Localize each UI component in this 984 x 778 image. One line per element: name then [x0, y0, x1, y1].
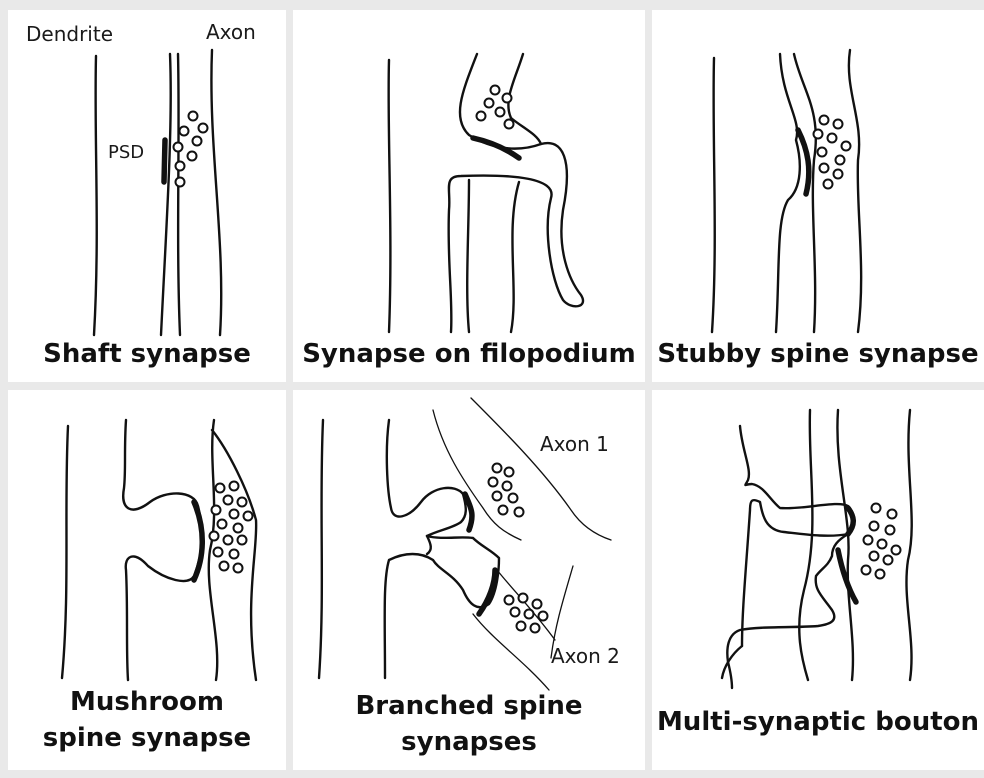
caption-stubby-spine-synapse: Stubby spine synapse — [652, 336, 984, 372]
caption-mushroom-spine-synapse: Mushroom spine synapse — [8, 684, 286, 756]
filopodium-illustration — [293, 10, 645, 382]
label-dendrite: Dendrite — [26, 24, 113, 44]
label-psd: PSD — [108, 144, 144, 162]
caption-line: Branched spine — [293, 688, 645, 724]
caption-line: spine synapse — [8, 720, 286, 756]
label-axon: Axon — [206, 22, 256, 42]
caption-line: Mushroom — [8, 684, 286, 720]
caption-multi-synaptic-bouton: Multi-synaptic bouton — [652, 704, 984, 740]
shaft-synapse-illustration — [8, 10, 286, 382]
panel-branched-spine-synapses: Axon 1 Axon 2 Branched spine synapses — [293, 390, 645, 770]
psd-mark-upper — [848, 508, 853, 534]
caption-line: Stubby spine synapse — [652, 336, 984, 372]
caption-line: Multi-synaptic bouton — [652, 704, 984, 740]
caption-branched-spine-synapses: Branched spine synapses — [293, 688, 645, 760]
psd-mark-lower — [479, 570, 495, 614]
panel-multi-synaptic-bouton: Multi-synaptic bouton — [652, 390, 984, 770]
caption-line: Shaft synapse — [8, 336, 286, 372]
caption-line: synapses — [293, 724, 645, 760]
caption-shaft-synapse: Shaft synapse — [8, 336, 286, 372]
panel-stubby-spine-synapse: Stubby spine synapse — [652, 10, 984, 382]
label-axon-2: Axon 2 — [551, 646, 620, 666]
label-axon-1: Axon 1 — [540, 434, 609, 454]
panel-synapse-on-filopodium: Synapse on filopodium — [293, 10, 645, 382]
caption-synapse-on-filopodium: Synapse on filopodium — [293, 336, 645, 372]
psd-mark — [194, 502, 202, 580]
stubby-spine-illustration — [652, 10, 984, 382]
caption-line: Synapse on filopodium — [293, 336, 645, 372]
panel-shaft-synapse: Dendrite Axon PSD Shaft synapse — [8, 10, 286, 382]
panel-mushroom-spine-synapse: Mushroom spine synapse — [8, 390, 286, 770]
psd-mark — [164, 140, 165, 182]
